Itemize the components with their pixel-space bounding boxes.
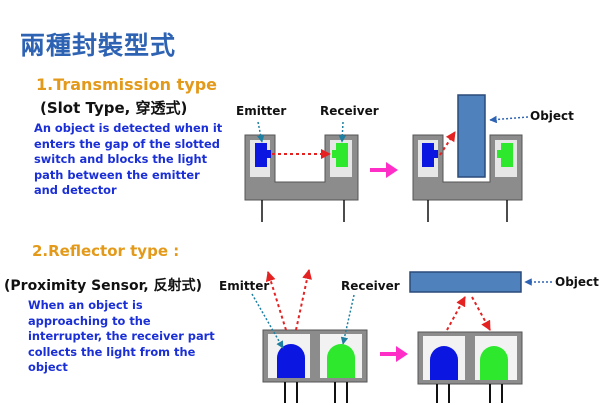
receiver-pointer bbox=[338, 121, 347, 143]
description-line: approaching to the bbox=[28, 313, 151, 328]
emitter-pointer bbox=[256, 121, 265, 143]
light-ray bbox=[295, 269, 312, 331]
slot-sensor-unblocked bbox=[244, 121, 359, 222]
receiver-diode bbox=[501, 143, 513, 167]
emitter-diode bbox=[422, 143, 434, 167]
object-label: Object bbox=[555, 275, 599, 289]
description-line: An object is detected when it bbox=[34, 121, 223, 135]
reflector-description: When an object is approaching to the int… bbox=[28, 298, 228, 376]
receiver-label: Receiver bbox=[320, 104, 379, 118]
description-line: enters the gap of the slotted bbox=[34, 136, 220, 151]
receiver-led bbox=[327, 344, 355, 378]
slot-sensor-blocked bbox=[412, 94, 529, 222]
light-ray bbox=[471, 296, 491, 331]
receiver-pointer bbox=[340, 294, 355, 345]
reflector-subheading: (Proximity Sensor, 反射式) bbox=[4, 278, 203, 294]
light-ray bbox=[265, 271, 287, 331]
emitter-label: Emitter bbox=[219, 279, 270, 293]
receiver-led bbox=[480, 346, 508, 380]
description-line: path between the emitter bbox=[34, 167, 200, 182]
description-line: interrupter, the receiver part bbox=[28, 329, 215, 343]
description-line: object bbox=[28, 360, 68, 374]
description-line: When an object is bbox=[28, 298, 143, 312]
emitter-label: Emitter bbox=[236, 104, 287, 118]
blocking-object bbox=[457, 94, 486, 178]
slot-housing bbox=[412, 134, 523, 201]
reflector-sensor-detecting bbox=[409, 271, 552, 403]
light-beam bbox=[439, 131, 456, 156]
emitter-led bbox=[430, 346, 458, 380]
receiver-label: Receiver bbox=[341, 279, 400, 293]
description-line: collects the light from the bbox=[28, 344, 196, 359]
page-title: 兩種封裝型式 bbox=[20, 31, 177, 60]
description-line: switch and blocks the light bbox=[34, 152, 208, 166]
emitter-led bbox=[277, 344, 305, 378]
object-label: Object bbox=[530, 109, 574, 123]
transmission-subheading: (Slot Type, 穿透式) bbox=[40, 99, 188, 117]
light-ray bbox=[446, 296, 466, 331]
transition-arrow bbox=[380, 346, 408, 362]
reflector-heading: 2.Reflector type : bbox=[32, 242, 180, 260]
transmission-description: An object is detected when it enters the… bbox=[34, 121, 234, 199]
reflecting-object bbox=[409, 271, 522, 293]
emitter-diode bbox=[255, 143, 267, 167]
description-line: and detector bbox=[34, 183, 117, 197]
transmission-heading: 1.Transmission type bbox=[36, 75, 217, 94]
transition-arrow bbox=[370, 162, 398, 178]
object-pointer bbox=[489, 115, 529, 124]
reflector-sensor-idle bbox=[251, 269, 368, 403]
receiver-diode bbox=[336, 143, 348, 167]
